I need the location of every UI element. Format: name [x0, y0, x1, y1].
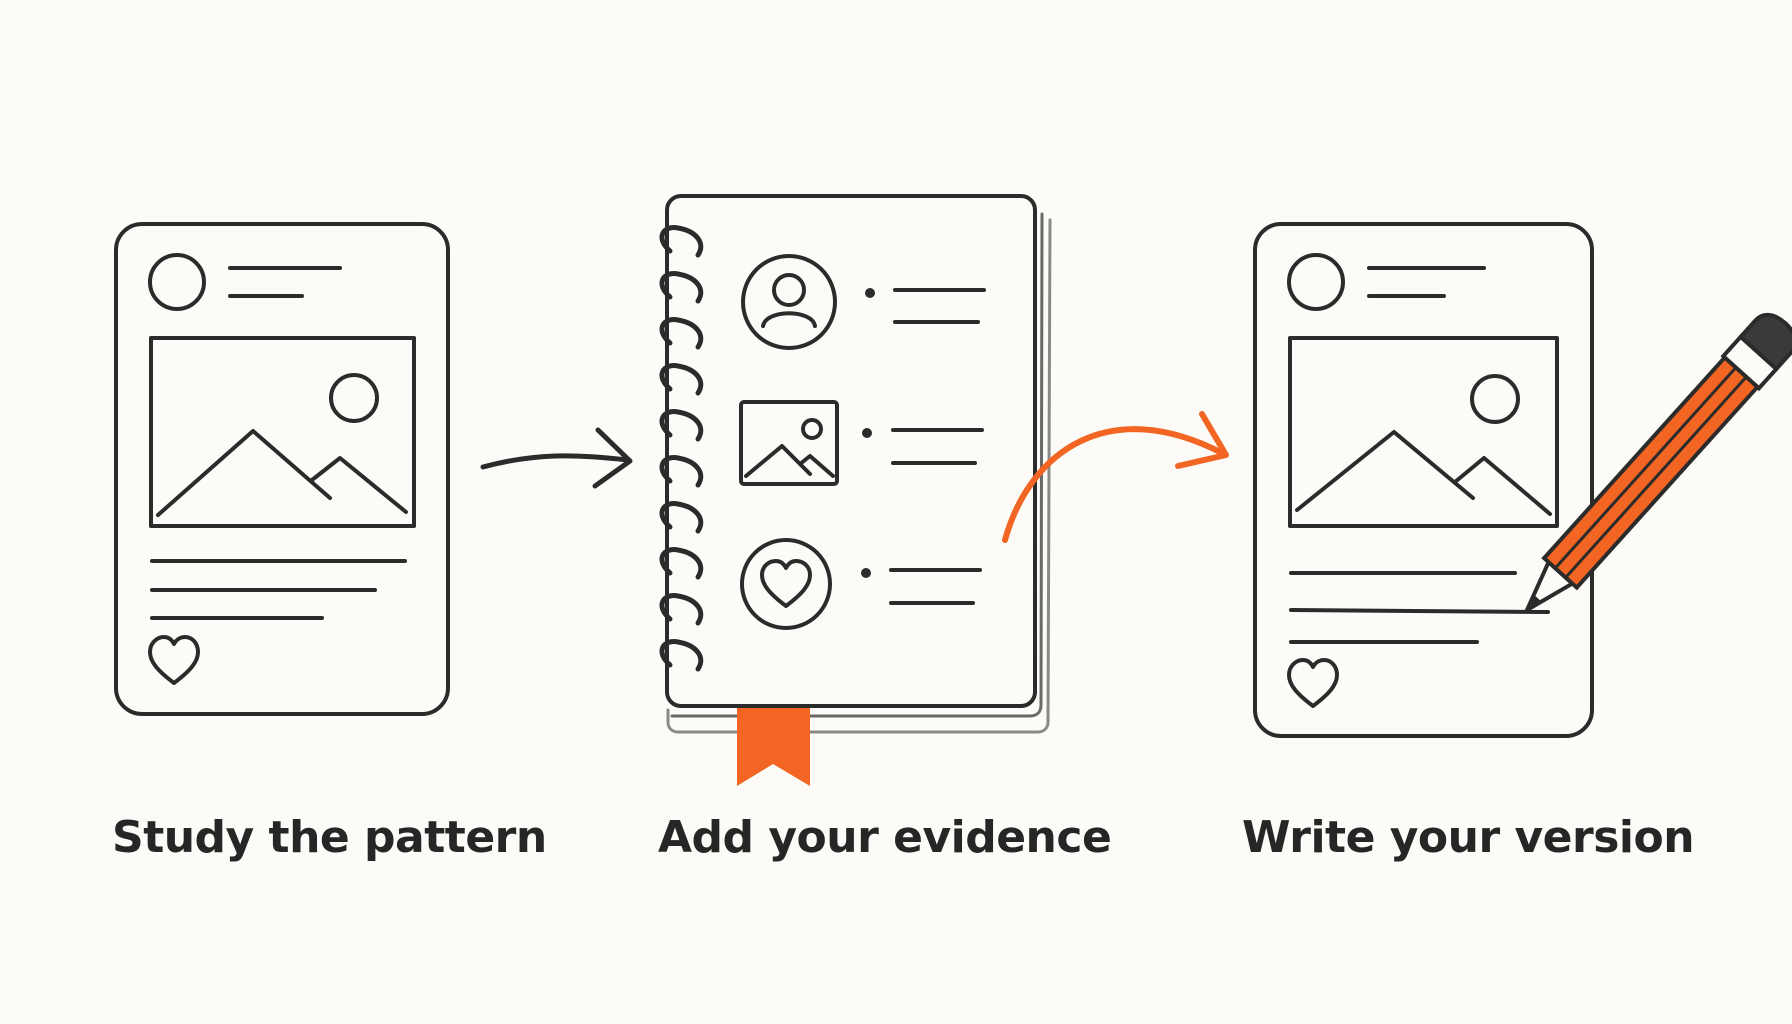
step-1-label: Study the pattern: [112, 812, 547, 863]
step-2-label: Add your evidence: [658, 812, 1112, 863]
image-placeholder-icon: [1288, 336, 1559, 528]
curved-arrow-icon: [1002, 411, 1229, 543]
bookmark-ribbon-icon: [737, 708, 810, 786]
avatar-icon: [1287, 253, 1345, 311]
heart-circle-icon: [740, 538, 832, 630]
step-1-post-card: [114, 222, 450, 716]
image-placeholder-icon: [149, 336, 416, 528]
image-icon: [739, 400, 839, 486]
step-2-notebook: [659, 194, 1052, 786]
spiral-binding: [659, 225, 704, 672]
arrow-right-icon: [480, 427, 633, 489]
heart-icon: [148, 635, 200, 685]
step-3-label: Write your version: [1242, 812, 1695, 863]
step-3-post-card: [1253, 222, 1594, 738]
heart-icon: [1287, 658, 1339, 708]
person-icon: [741, 254, 837, 350]
pencil-icon: [1525, 312, 1792, 612]
avatar-icon: [148, 253, 206, 311]
